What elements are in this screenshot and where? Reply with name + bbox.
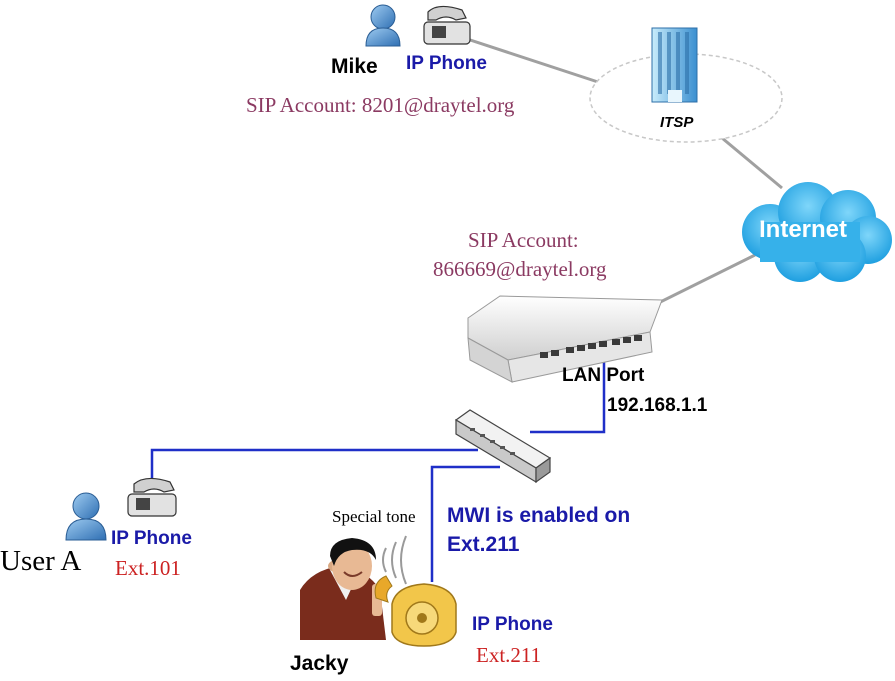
mike-device-label: IP Phone (406, 53, 487, 74)
mike-person-icon (365, 4, 401, 47)
user-a-ext: Ext.101 (115, 556, 181, 580)
internet-label: Internet (759, 216, 848, 243)
itsp-label: ITSP (660, 114, 694, 131)
link-switch-user-a (150, 448, 478, 478)
jacky-name: Jacky (290, 652, 349, 675)
user-a-name: User A (0, 545, 82, 577)
internet-cloud-icon (742, 182, 892, 282)
lan-links (150, 350, 606, 582)
jacky-device-label: IP Phone (472, 614, 553, 635)
user-a-device-label: IP Phone (111, 528, 192, 549)
mwi-line2: Ext.211 (447, 533, 520, 556)
router-ports (540, 335, 642, 358)
router-icon (467, 295, 663, 383)
jacky-ext: Ext.211 (476, 643, 542, 667)
special-tone-label: Special tone (332, 507, 416, 526)
mike-name: Mike (331, 55, 378, 78)
sound-wave-icon (382, 535, 407, 585)
router-ip-label: 192.168.1.1 (607, 395, 708, 416)
user-a-person-icon (65, 492, 107, 541)
link-mike-itsp (457, 34, 599, 84)
jacky-person-icon (300, 538, 386, 640)
link-router-switch (530, 350, 606, 434)
switch-icon (454, 409, 552, 484)
building-icon (651, 27, 698, 103)
mike-sip-account: SIP Account: 8201@draytel.org (246, 93, 515, 117)
mwi-line1: MWI is enabled on (447, 504, 631, 527)
router-sip-line1: SIP Account: (468, 228, 579, 252)
router-sip-line2: 866669@draytel.org (433, 257, 607, 281)
link-switch-jacky (430, 465, 500, 582)
jacky-phone-icon (374, 575, 457, 647)
mike-phone-icon (423, 5, 471, 45)
user-a-phone-icon (127, 477, 177, 517)
itsp-node (589, 27, 783, 143)
lan-port-label: LAN Port (562, 365, 645, 386)
